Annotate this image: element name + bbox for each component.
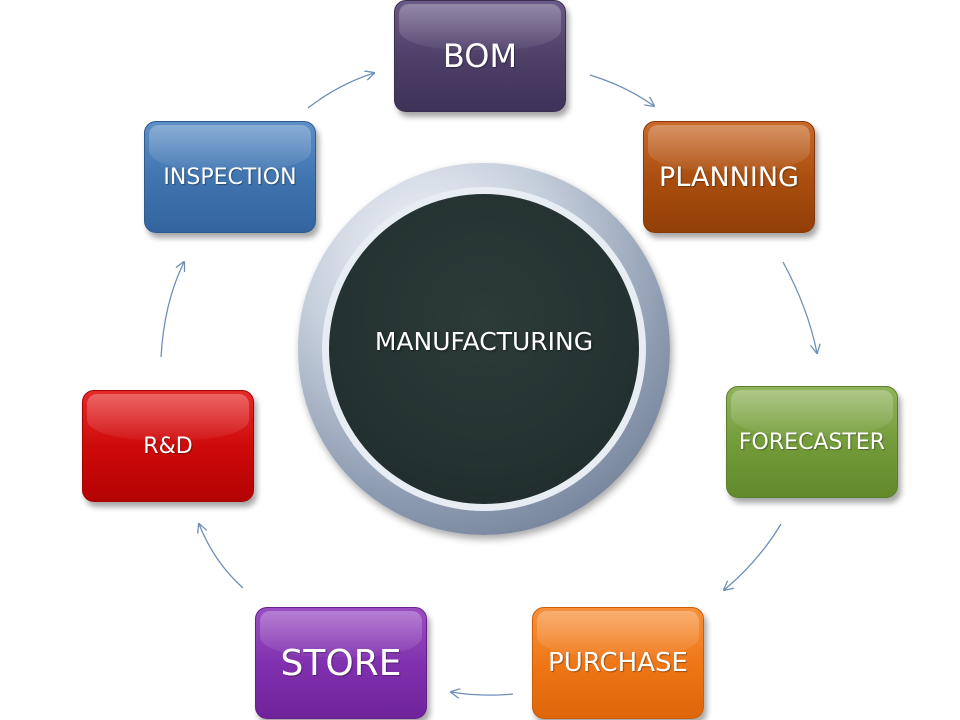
node-label-store: STORE: [280, 642, 402, 684]
hub-manufacturing: MANUFACTURING: [329, 194, 639, 504]
arrow-bom-to-planning: [589, 74, 654, 106]
node-label-planning: PLANNING: [659, 161, 799, 193]
node-label-forecaster: FORECASTER: [738, 429, 886, 455]
node-bom: BOM: [394, 0, 566, 112]
arrow-purchase-to-store: [451, 692, 514, 695]
node-planning: PLANNING: [643, 121, 815, 233]
node-inspection: INSPECTION: [144, 121, 316, 233]
arrow-inspection-to-bom: [307, 73, 374, 109]
arrow-store-to-rd: [199, 524, 244, 589]
node-label-bom: BOM: [442, 37, 518, 75]
node-label-purchase: PURCHASE: [548, 648, 688, 678]
arrow-planning-to-forecaster: [782, 261, 817, 353]
hub-label: MANUFACTURING: [374, 326, 594, 356]
node-label-inspection: INSPECTION: [163, 164, 297, 190]
node-rd: R&D: [82, 390, 254, 502]
arrow-rd-to-inspection: [160, 262, 184, 358]
node-purchase: PURCHASE: [532, 607, 704, 719]
node-forecaster: FORECASTER: [726, 386, 898, 498]
arrow-forecaster-to-purchase: [724, 523, 782, 590]
node-store: STORE: [255, 607, 427, 719]
node-label-rd: R&D: [143, 433, 193, 459]
